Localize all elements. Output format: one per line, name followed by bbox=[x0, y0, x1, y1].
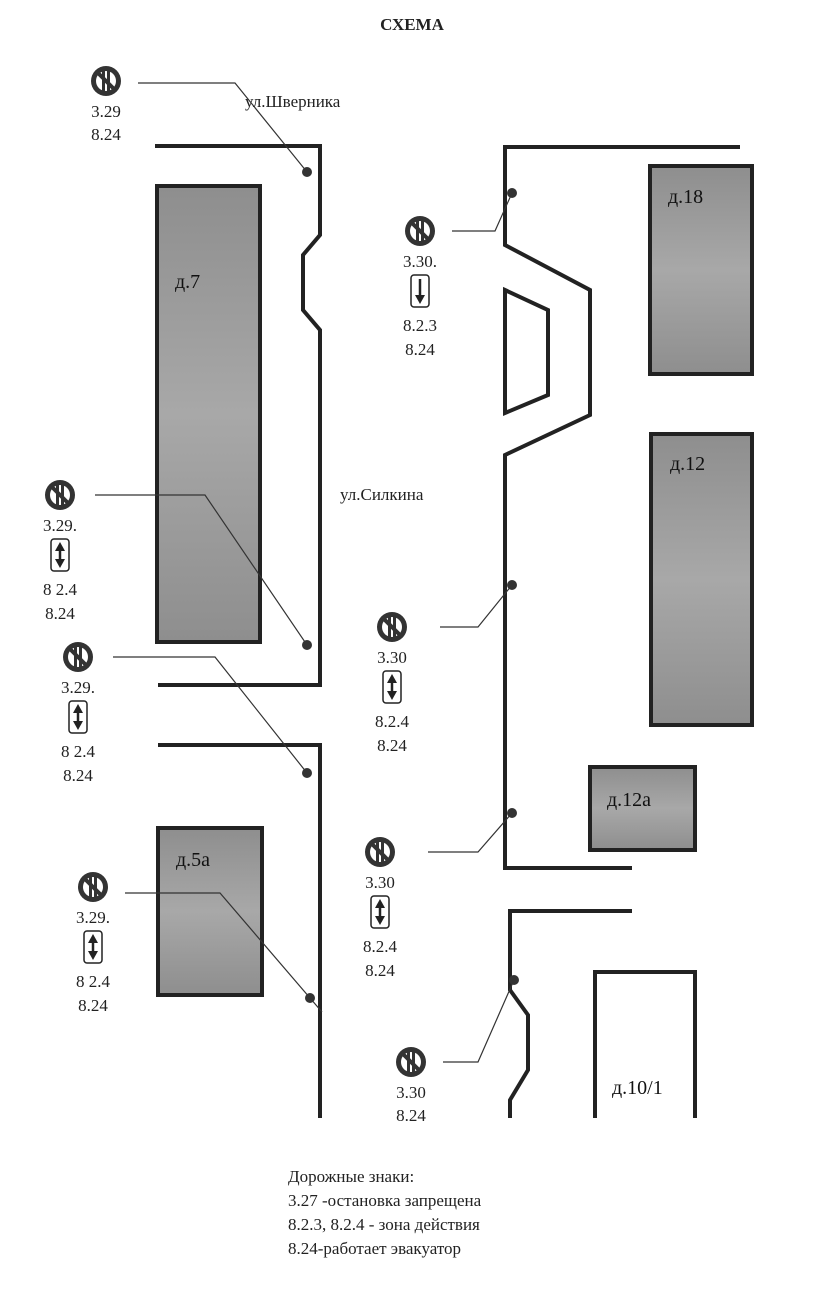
sign-plate-code: 8.24 bbox=[396, 1106, 426, 1125]
sign-code: 3.30. bbox=[403, 252, 437, 271]
building-12a bbox=[588, 765, 697, 852]
no-parking-sign-icon bbox=[45, 480, 75, 510]
sign-4: 3.30 8.2.4 8.24 bbox=[375, 580, 517, 755]
building-18 bbox=[648, 164, 754, 376]
sign-plate-code: 8 2.4 bbox=[43, 580, 78, 599]
sign-3: 3.29. 8 2.4 8.24 bbox=[43, 480, 312, 650]
zone-arrow-both-plate-icon bbox=[370, 895, 390, 929]
sign-plate-code: 8.2.3 bbox=[403, 316, 437, 335]
sign-location-dot bbox=[507, 580, 517, 590]
leader-line bbox=[440, 584, 513, 628]
building-7 bbox=[155, 184, 262, 644]
building-12 bbox=[649, 432, 754, 727]
leader-line bbox=[452, 192, 513, 232]
sign-code: 3.29. bbox=[43, 516, 77, 535]
building-7-label: д.7 bbox=[175, 271, 200, 293]
roads bbox=[155, 144, 740, 1118]
no-parking-sign-icon bbox=[365, 837, 395, 867]
sign-plate-code: 8.2.4 bbox=[375, 712, 410, 731]
sign-7: 3.29. 8 2.4 8.24 bbox=[76, 872, 323, 1015]
leader-line bbox=[95, 494, 308, 646]
legend-item: 8.2.3, 8.2.4 - зона действия bbox=[288, 1215, 480, 1234]
no-parking-sign-icon bbox=[63, 642, 93, 672]
sign-8: 3.30 8.24 bbox=[396, 975, 519, 1125]
legend: Дорожные знаки: 3.27 -остановка запрещен… bbox=[288, 1167, 482, 1258]
leader-line bbox=[428, 812, 513, 853]
sign-1: 3.29 8.24 bbox=[91, 66, 312, 177]
zone-arrow-both-plate-icon bbox=[68, 700, 88, 734]
sign-2: 3.30. 8.2.3 8.24 bbox=[403, 188, 517, 359]
sign-location-dot bbox=[302, 640, 312, 650]
building-12a-label: д.12а bbox=[607, 789, 651, 811]
sign-code: 3.29 bbox=[91, 102, 121, 121]
zone-arrow-both-plate-icon bbox=[382, 670, 402, 704]
sign-plate-code: 8.2.4 bbox=[363, 937, 398, 956]
building-5a-label: д.5а bbox=[176, 849, 210, 871]
leader-line bbox=[138, 82, 308, 173]
sign-6: 3.30 8.2.4 8.24 bbox=[363, 808, 517, 980]
legend-item: 3.27 -остановка запрещена bbox=[288, 1191, 482, 1210]
sign-code: 3.29. bbox=[76, 908, 110, 927]
sign-plate-code: 8 2.4 bbox=[61, 742, 96, 761]
street-silkina: ул.Силкина bbox=[340, 485, 424, 504]
sign-code: 3.30 bbox=[365, 873, 395, 892]
page-title: СХЕМА bbox=[380, 15, 444, 34]
sign-plate-code: 8.24 bbox=[377, 736, 407, 755]
sign-5: 3.29. 8 2.4 8.24 bbox=[61, 642, 312, 785]
sign-location-dot bbox=[507, 188, 517, 198]
building-5a bbox=[156, 826, 264, 997]
signs: 3.298.243.30.8.2.38.243.29.8 2.48.243.30… bbox=[43, 66, 519, 1125]
leader-line bbox=[125, 892, 323, 1013]
no-parking-sign-icon bbox=[78, 872, 108, 902]
no-parking-sign-icon bbox=[396, 1047, 426, 1077]
buildings: д.7 д.18 д.12 д.12а д.5а д.10/1 bbox=[155, 164, 754, 1099]
zone-arrow-both-plate-icon bbox=[83, 930, 103, 964]
building-10-1-label: д.10/1 bbox=[612, 1077, 663, 1099]
street-shvernika: ул.Шверника bbox=[245, 92, 341, 111]
sign-plate-code: 8 2.4 bbox=[76, 972, 111, 991]
building-18-label: д.18 bbox=[668, 186, 703, 208]
sign-code: 3.30 bbox=[396, 1083, 426, 1102]
leader-line bbox=[443, 979, 515, 1063]
sign-location-dot bbox=[509, 975, 519, 985]
sign-plate-code: 8.24 bbox=[365, 961, 395, 980]
no-parking-sign-icon bbox=[405, 216, 435, 246]
sign-location-dot bbox=[302, 768, 312, 778]
sign-plate-code: 8.24 bbox=[78, 996, 108, 1015]
sign-location-dot bbox=[302, 167, 312, 177]
no-parking-sign-icon bbox=[91, 66, 121, 96]
leader-line bbox=[113, 656, 308, 774]
sign-plate-code: 8.24 bbox=[63, 766, 93, 785]
sign-location-dot bbox=[507, 808, 517, 818]
sign-location-dot bbox=[305, 993, 315, 1003]
legend-heading: Дорожные знаки: bbox=[288, 1167, 414, 1186]
sign-plate-code: 8.24 bbox=[91, 125, 121, 144]
legend-item: 8.24-работает эвакуатор bbox=[288, 1239, 461, 1258]
sign-plate-code: 8.24 bbox=[405, 340, 435, 359]
zone-arrow-both-plate-icon bbox=[50, 538, 70, 572]
sign-code: 3.30 bbox=[377, 648, 407, 667]
sign-plate-code: 8.24 bbox=[45, 604, 75, 623]
building-12-label: д.12 bbox=[670, 453, 705, 475]
sign-code: 3.29. bbox=[61, 678, 95, 697]
zone-arrow-down-plate-icon bbox=[410, 274, 430, 308]
no-parking-sign-icon bbox=[377, 612, 407, 642]
